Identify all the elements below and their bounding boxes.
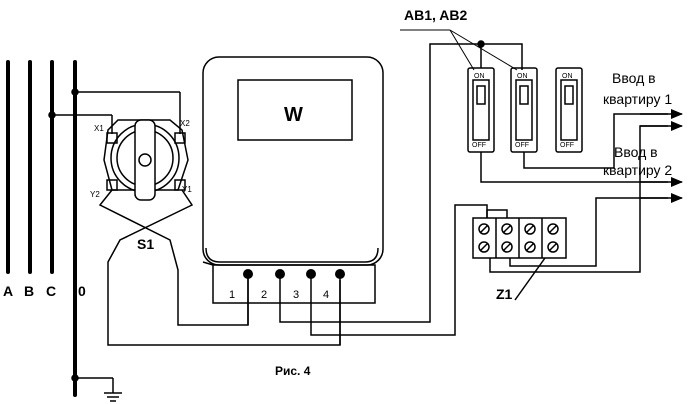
breaker-leader — [400, 29, 518, 71]
contact-y2: Y2 — [90, 190, 100, 199]
contact-x2: X2 — [180, 119, 190, 128]
meter-terminal-3: 3 — [293, 289, 299, 301]
breaker-2-on: ON — [517, 73, 528, 80]
meter-terminals — [243, 269, 345, 279]
apartment-2-line1: Ввод в — [614, 144, 658, 160]
breaker-1-off: OFF — [472, 142, 486, 149]
switch-labels: X1 X2 Y2 Y1 S1 — [90, 119, 192, 252]
terminal-block-label: Z1 — [496, 286, 513, 302]
figure-caption: Рис. 4 — [275, 364, 311, 378]
breaker-2-off: OFF — [515, 142, 529, 149]
output-labels: Ввод в квартиру 1 Ввод в квартиру 2 — [603, 70, 672, 178]
breaker-1 — [467, 67, 495, 153]
breaker-3-off: OFF — [560, 142, 574, 149]
breaker-2 — [510, 67, 538, 153]
contact-y1: Y1 — [182, 185, 192, 194]
output-arrows — [640, 109, 683, 203]
meter-terminal-1: 1 — [229, 289, 235, 301]
selector-switch — [48, 88, 341, 346]
ground-symbol — [71, 374, 122, 402]
bus-label-a: A — [3, 283, 13, 299]
bus-labels: A B C 0 — [3, 283, 86, 299]
meter-terminal-dot-3 — [306, 269, 316, 279]
apartment-1-line2: квартиру 1 — [603, 91, 672, 107]
meter-terminal-dot-4 — [335, 269, 345, 279]
contact-x1: X1 — [94, 124, 104, 133]
meter-wires — [247, 43, 523, 345]
breaker-labels: ON ON ON OFF OFF OFF — [472, 73, 574, 149]
apartment-1-line1: Ввод в — [612, 70, 656, 86]
meter-terminal-dot-2 — [275, 269, 285, 279]
meter-terminal-2: 2 — [261, 289, 267, 301]
meter-terminal-dot-1 — [243, 269, 253, 279]
switch-label: S1 — [137, 236, 154, 252]
meter-terminal-labels: 1 2 3 4 — [229, 289, 329, 301]
apartment-2-line2: квартиру 2 — [603, 162, 672, 178]
bus-label-0: 0 — [78, 283, 86, 299]
bus-label-b: B — [24, 283, 34, 299]
bus-bars — [6, 60, 77, 397]
breaker-3 — [555, 67, 583, 153]
meter-display-label: W — [284, 104, 303, 126]
bus-label-c: C — [46, 283, 56, 299]
meter — [202, 56, 384, 304]
breaker-group-label: AB1, AB2 — [404, 7, 467, 23]
breaker-3-on: ON — [562, 73, 573, 80]
breaker-1-on: ON — [474, 73, 485, 80]
meter-terminal-4: 4 — [323, 289, 329, 301]
breakers — [467, 40, 668, 183]
